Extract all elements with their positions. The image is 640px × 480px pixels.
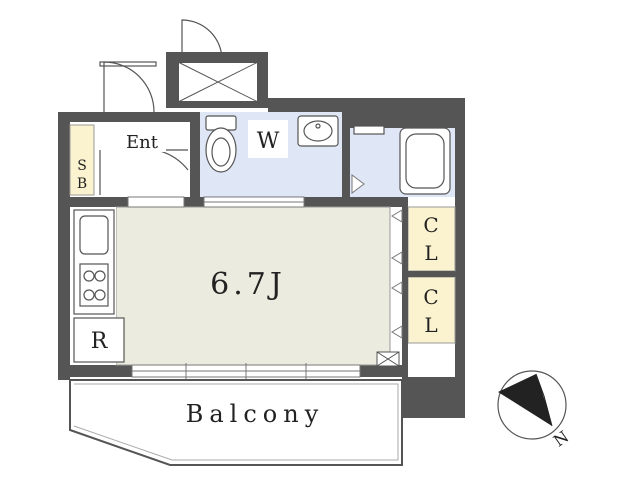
compass: N <box>497 370 572 451</box>
closet-2-area <box>407 276 456 344</box>
stove-icon <box>79 263 109 307</box>
small-shaft <box>376 351 400 367</box>
opening-entrance-room <box>127 196 185 208</box>
closet-door-marks <box>391 209 403 339</box>
refrigerator-label: R <box>91 329 109 354</box>
shoe-box-label-b: B <box>77 176 87 192</box>
shoe-box-area <box>69 124 95 196</box>
balcony-outline <box>69 379 403 466</box>
sink-icon <box>297 115 339 147</box>
compass-arrow-icon <box>498 373 553 427</box>
entrance-label: Ent <box>126 132 159 153</box>
toilet-icon <box>205 115 237 173</box>
window-bottom <box>131 363 361 379</box>
washroom-door <box>351 174 365 194</box>
opening-washroom <box>203 196 305 208</box>
closet-1-label-c: C <box>423 213 438 237</box>
washroom-label: W <box>257 129 280 154</box>
pipe-shaft <box>177 61 259 103</box>
closet-divider <box>402 207 408 367</box>
bathtub-icon <box>353 125 451 195</box>
balcony-label: Balcony <box>186 400 325 428</box>
closet-1-label-l: L <box>424 241 437 265</box>
top-door <box>181 19 223 61</box>
kitchen-counter <box>73 209 115 315</box>
closet-1-area <box>407 206 456 272</box>
entrance-door <box>99 61 157 113</box>
closet-separator <box>408 271 455 277</box>
main-room-label: 6.7J <box>210 267 286 302</box>
balcony-rail <box>73 383 399 461</box>
closet-2-label-l: L <box>424 313 437 337</box>
refrigerator-icon <box>73 317 125 363</box>
shoe-box-label-s: S <box>77 158 87 174</box>
closet-2-label-c: C <box>423 285 438 309</box>
